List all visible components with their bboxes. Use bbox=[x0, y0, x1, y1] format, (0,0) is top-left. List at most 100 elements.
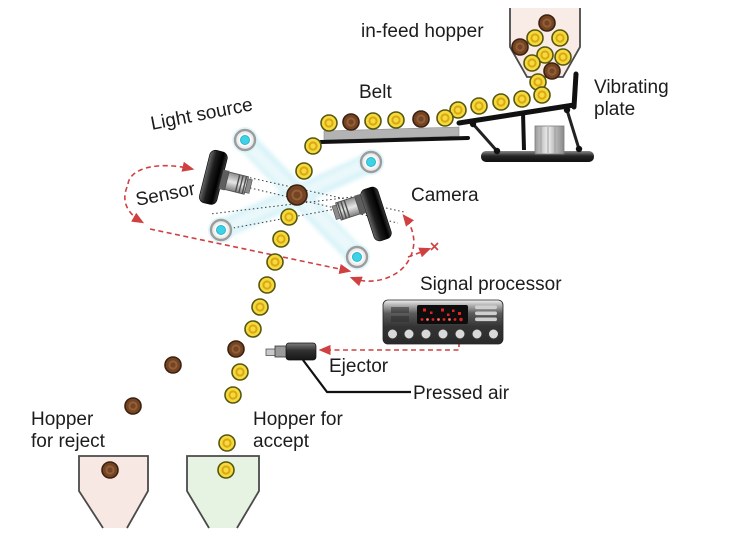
grain-inner-ring bbox=[416, 114, 426, 124]
lamp-core bbox=[352, 252, 362, 262]
camera-lens-tip bbox=[331, 204, 341, 220]
grain-inner-ring bbox=[255, 302, 265, 312]
label-in-feed-hopper: in-feed hopper bbox=[361, 21, 484, 42]
grain-inner-ring bbox=[391, 115, 401, 125]
grain-inner-ring bbox=[527, 58, 537, 68]
sensor-lens-tip bbox=[244, 178, 253, 194]
grain-inner-ring bbox=[308, 141, 318, 151]
grain-inner-ring bbox=[270, 257, 280, 267]
accept-grain bbox=[258, 276, 276, 294]
label-pressed-air: Pressed air bbox=[413, 383, 510, 404]
accept-grain bbox=[554, 48, 572, 66]
camera-body bbox=[360, 186, 392, 242]
grain-inner-ring bbox=[540, 50, 550, 60]
grain-inner-ring bbox=[291, 189, 303, 201]
grain-inner-ring bbox=[453, 105, 463, 115]
signal-spark-mark bbox=[430, 242, 439, 251]
vibrator-base bbox=[481, 151, 594, 162]
grain-inner-ring bbox=[284, 212, 294, 222]
label-hopper-for-accept: Hopper for accept bbox=[253, 409, 343, 453]
pressed-air-leader-line bbox=[302, 359, 411, 394]
accept-grain bbox=[231, 363, 249, 381]
accept-grain bbox=[551, 29, 569, 47]
belt-frame bbox=[319, 136, 470, 144]
sensor-lens-ribs bbox=[234, 174, 248, 194]
reject-grain bbox=[511, 38, 529, 56]
accept-grain bbox=[217, 461, 235, 479]
grain-inner-ring bbox=[262, 280, 272, 290]
vibrating-plate-assembly bbox=[456, 71, 594, 162]
reject-grain bbox=[286, 184, 308, 206]
plate-leg-left bbox=[471, 123, 499, 152]
camera-device bbox=[331, 186, 392, 242]
plate-end-wall bbox=[571, 71, 579, 110]
grain-inner-ring bbox=[547, 66, 557, 76]
processor-buttons bbox=[387, 328, 499, 340]
cylinder-ridges bbox=[540, 127, 556, 153]
grain-inner-ring bbox=[368, 116, 378, 126]
grain-inner-ring bbox=[542, 18, 552, 28]
grain-inner-ring bbox=[346, 117, 356, 127]
sensor-device bbox=[199, 149, 253, 205]
accept-grain bbox=[533, 86, 551, 104]
accept-grain bbox=[449, 101, 467, 119]
grain-inner-ring bbox=[299, 166, 309, 176]
signal-paths bbox=[124, 161, 460, 356]
belt-surface bbox=[323, 126, 460, 141]
accept-grain bbox=[218, 434, 236, 452]
grain-inner-ring bbox=[168, 360, 178, 370]
grain-inner-ring bbox=[558, 52, 568, 62]
plate-support-post bbox=[521, 111, 526, 151]
processor-branch bbox=[407, 247, 432, 258]
grain-inner-ring bbox=[248, 324, 258, 334]
label-belt: Belt bbox=[359, 82, 392, 103]
label-vibrating-plate: Vibrating plate bbox=[594, 77, 669, 121]
reject-grain bbox=[538, 14, 556, 32]
grain-inner-ring bbox=[474, 101, 484, 111]
processor-to-ejector-line bbox=[318, 342, 460, 356]
light-source-top-right bbox=[358, 149, 384, 175]
lamp-core bbox=[366, 157, 376, 167]
sensor-lens-mount bbox=[218, 169, 230, 191]
light-source-top-left bbox=[232, 127, 258, 153]
grain-inner-ring bbox=[222, 438, 232, 448]
accept-grain bbox=[526, 29, 544, 47]
light-source-bottom-right bbox=[344, 244, 370, 270]
grain-inner-ring bbox=[221, 465, 231, 475]
grain-inner-ring bbox=[231, 344, 241, 354]
accept-hopper bbox=[186, 455, 260, 529]
grain-inner-ring bbox=[440, 113, 450, 123]
ejector-nozzle bbox=[274, 345, 288, 358]
grain-inner-ring bbox=[537, 90, 547, 100]
reject-grain bbox=[101, 461, 119, 479]
accept-grain bbox=[523, 54, 541, 72]
sensor-sight-line-1 bbox=[241, 175, 405, 213]
belt bbox=[319, 126, 470, 144]
reject-hopper bbox=[78, 455, 149, 529]
leg-pivot bbox=[575, 145, 583, 153]
accept-grain bbox=[513, 90, 531, 108]
accept-grain bbox=[266, 253, 284, 271]
reject-grain bbox=[543, 62, 561, 80]
accept-grain bbox=[470, 97, 488, 115]
label-ejector: Ejector bbox=[329, 356, 389, 377]
lamp-core bbox=[216, 225, 226, 235]
grain-inner-ring bbox=[235, 367, 245, 377]
sensor-loop-top bbox=[127, 161, 195, 185]
ejector-body bbox=[285, 342, 317, 361]
vibrator-cylinder bbox=[534, 125, 565, 155]
label-camera: Camera bbox=[411, 185, 479, 206]
accept-grain bbox=[304, 137, 322, 155]
accept-grain bbox=[492, 93, 510, 111]
reject-grain bbox=[412, 110, 430, 128]
grain-inner-ring bbox=[228, 390, 238, 400]
sensor-loop-bottom bbox=[124, 186, 145, 224]
signal-processor-unit bbox=[382, 299, 504, 345]
grain-inner-ring bbox=[530, 33, 540, 43]
reject-grain bbox=[342, 113, 360, 131]
reject-grain bbox=[164, 356, 182, 374]
light-source-bottom-left bbox=[208, 217, 234, 243]
grain-inner-ring bbox=[324, 118, 334, 128]
accept-grain bbox=[244, 320, 262, 338]
